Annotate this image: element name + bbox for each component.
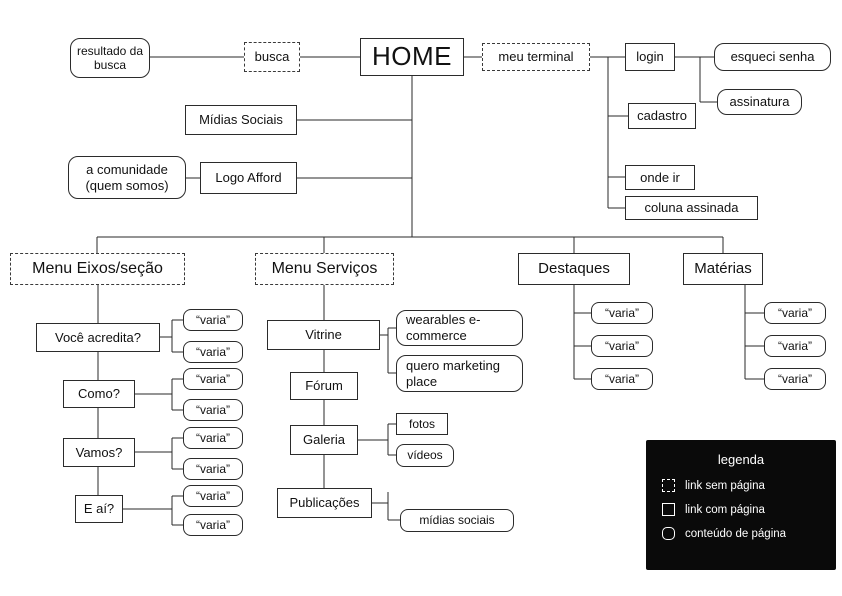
node-menu-eixos-secao: Menu Eixos/seção <box>10 253 185 285</box>
node-varia: “varia” <box>183 427 243 449</box>
node-materias: Matérias <box>683 253 763 285</box>
node-onde-ir: onde ir <box>625 165 695 190</box>
solid-box-key-icon <box>662 503 675 516</box>
legend-item-label: link sem página <box>685 479 765 492</box>
node-quero-marketing-place: quero marketing place <box>396 355 523 392</box>
node-forum: Fórum <box>290 372 358 400</box>
legend-panel: legenda link sem página link com página … <box>646 440 836 570</box>
node-cadastro: cadastro <box>628 103 696 129</box>
node-coluna-assinada: coluna assinada <box>625 196 758 220</box>
node-wearables-ecommerce: wearables e-commerce <box>396 310 523 346</box>
node-publicacoes: Publicações <box>277 488 372 518</box>
node-esqueci-senha: esqueci senha <box>714 43 831 71</box>
node-voce-acredita: Você acredita? <box>36 323 160 352</box>
legend-item: conteúdo de página <box>662 527 820 540</box>
node-resultado-da-busca: resultado da busca <box>70 38 150 78</box>
node-a-comunidade: a comunidade (quem somos) <box>68 156 186 199</box>
node-varia: “varia” <box>183 399 243 421</box>
node-varia: “varia” <box>591 302 653 324</box>
legend-item-label: conteúdo de página <box>685 527 787 540</box>
node-varia: “varia” <box>764 335 826 357</box>
legend-title: legenda <box>717 452 765 467</box>
node-fotos: fotos <box>396 413 448 435</box>
node-varia: “varia” <box>764 302 826 324</box>
legend-item: link sem página <box>662 479 820 492</box>
node-varia: “varia” <box>591 335 653 357</box>
legend-item-label: link com página <box>685 503 765 516</box>
node-varia: “varia” <box>183 368 243 390</box>
node-destaques: Destaques <box>518 253 630 285</box>
node-meu-terminal: meu terminal <box>482 43 590 71</box>
rounded-box-key-icon <box>662 527 675 540</box>
node-varia: “varia” <box>183 514 243 536</box>
node-videos: vídeos <box>396 444 454 467</box>
node-busca: busca <box>244 42 300 72</box>
node-menu-servicos: Menu Serviços <box>255 253 394 285</box>
node-varia: “varia” <box>183 485 243 507</box>
node-midias-sociais-publicacoes: mídias sociais <box>400 509 514 532</box>
node-midias-sociais: Mídias Sociais <box>185 105 297 135</box>
node-varia: “varia” <box>183 309 243 331</box>
node-como: Como? <box>63 380 135 408</box>
node-varia: “varia” <box>183 458 243 480</box>
node-varia: “varia” <box>764 368 826 390</box>
node-varia: “varia” <box>183 341 243 363</box>
node-assinatura: assinatura <box>717 89 802 115</box>
node-vamos: Vamos? <box>63 438 135 467</box>
node-galeria: Galeria <box>290 425 358 455</box>
dashed-box-key-icon <box>662 479 675 492</box>
legend-item: link com página <box>662 503 820 516</box>
node-home: HOME <box>360 38 464 76</box>
node-login: login <box>625 43 675 71</box>
node-logo-afford: Logo Afford <box>200 162 297 194</box>
node-e-ai: E aí? <box>75 495 123 523</box>
node-varia: “varia” <box>591 368 653 390</box>
node-vitrine: Vitrine <box>267 320 380 350</box>
